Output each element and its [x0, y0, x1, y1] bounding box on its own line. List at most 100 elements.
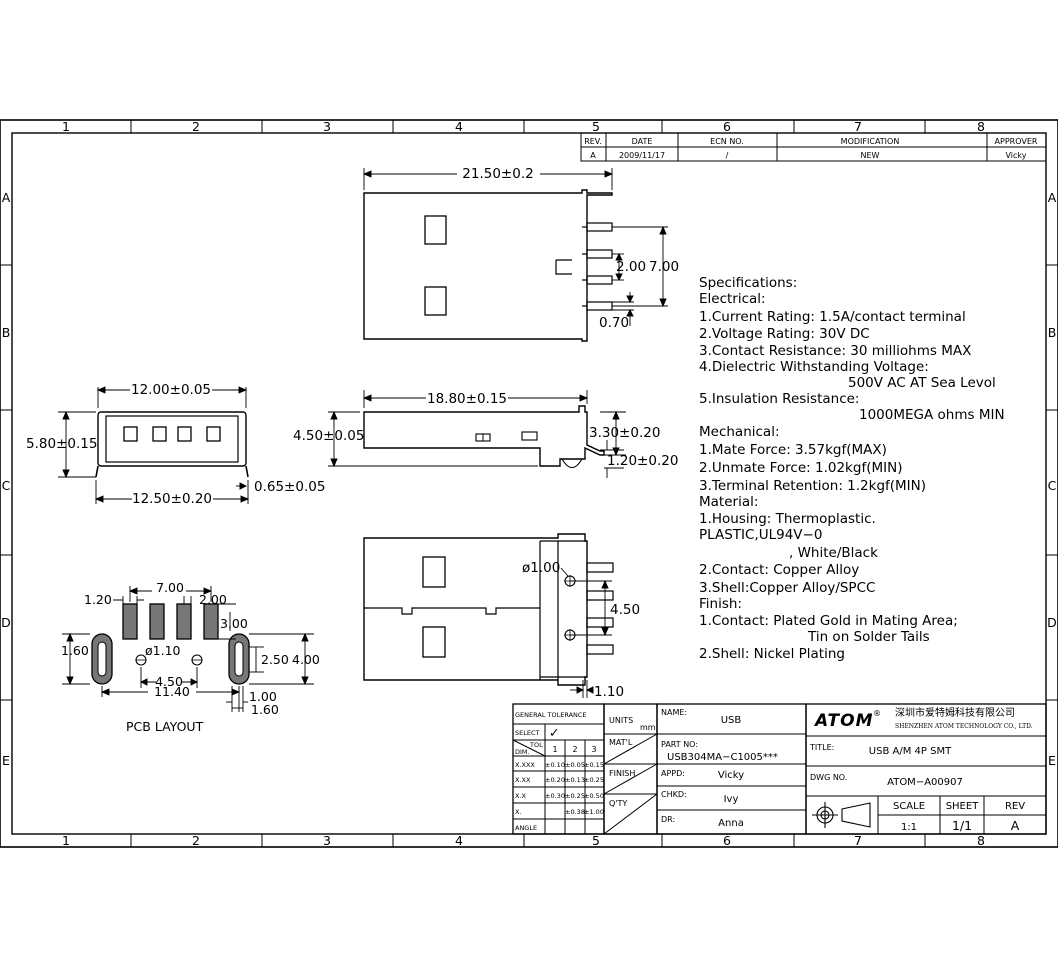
row-label-d-right: D [1047, 615, 1057, 630]
tol-row-label: X.X [515, 792, 527, 800]
dim-post-dia: ø1.00 [522, 560, 560, 576]
ecn-header: ECN NO. [710, 137, 744, 146]
company-name-cn: 深圳市爱特姆科技有限公司 [895, 706, 1015, 719]
units-value: mm [640, 723, 656, 732]
modification-value: NEW [861, 151, 880, 160]
pcb-dim-1-00: 1.00 [249, 689, 277, 704]
col-label-1: 1 [62, 119, 70, 134]
sheet-value: 1/1 [952, 818, 972, 833]
tol-col-2: 2 [572, 745, 577, 754]
pcb-dim-1-60-right: 1.60 [251, 702, 279, 717]
spec-line: 1.Mate Force: 3.57kgf(MAX) [699, 442, 887, 458]
col-label-8: 8 [977, 119, 985, 134]
tol-cell: ±0.13 [565, 776, 585, 784]
logo-registered-mark: ® [873, 709, 881, 718]
dim-front-height: 5.80±0.15 [26, 436, 97, 452]
dim-tab-thickness: 0.65±0.05 [254, 479, 325, 495]
row-label-d: D [1, 615, 11, 630]
spec-line: Finish: [699, 596, 742, 612]
col-label-3-bottom: 3 [323, 833, 331, 848]
spec-line: Mechanical: [699, 424, 780, 440]
dim-front-width: 12.00±0.05 [131, 382, 211, 398]
spec-line: PLASTIC,UL94V−0 [699, 527, 822, 543]
spec-line: 2.Contact: Copper Alloy [699, 562, 859, 578]
spec-line: Electrical: [699, 291, 766, 307]
dwg-value: ATOM−A00907 [887, 777, 963, 788]
row-label-b-right: B [1048, 325, 1057, 340]
spec-line: 1000MEGA ohms MIN [859, 407, 1005, 423]
tol-cell: ±0.25 [565, 792, 585, 800]
tol-cell: ±0.15 [584, 761, 604, 769]
col-label-8-bottom: 8 [977, 833, 985, 848]
dim-post-pitch: 4.50 [610, 602, 640, 618]
col-label-2-bottom: 2 [192, 833, 200, 848]
pcb-dim-2-50: 2.50 [261, 652, 289, 667]
tol-cell: ±0.30 [545, 792, 565, 800]
col-label-2: 2 [192, 119, 200, 134]
dim-side-h2: 1.20±0.20 [607, 453, 678, 469]
pcb-dim-4-50: 4.50 [155, 674, 183, 689]
name-value: USB [721, 715, 742, 726]
spec-line: 2.Shell: Nickel Plating [699, 646, 845, 662]
tol-row-label: ANGLE [515, 824, 537, 832]
dim-pin-span: 7.00 [649, 259, 679, 275]
col-label-4: 4 [455, 119, 463, 134]
dwg-label: DWG NO. [810, 773, 847, 782]
pcb-dim-dia-1-10: ø1.10 [145, 643, 181, 658]
tol-cell: ±0.25 [584, 776, 604, 784]
specifications-block: Specifications: Electrical: 1.Current Ra… [699, 275, 1005, 662]
spec-line: 3.Shell:Copper Alloy/SPCC [699, 580, 875, 596]
title-value: USB A/M 4P SMT [869, 746, 952, 757]
tol-row-label: X. [515, 808, 522, 816]
rev-label: REV [1005, 801, 1025, 812]
name-label: NAME: [661, 708, 687, 717]
spec-line: Tin on Solder Tails [807, 629, 930, 645]
spec-line: 1.Housing: Thermoplastic. [699, 511, 876, 527]
pcb-dim-3-00: 3.00 [220, 616, 248, 631]
title-block-text: GENERAL TOLERANCE SELECT ✓ TOL DIM. 1 2 … [515, 706, 1033, 833]
row-label-c: C [2, 478, 11, 493]
sheet-label: SHEET [946, 801, 980, 812]
tol-cell: ±0.38 [565, 808, 585, 816]
dim-side-h1: 3.30±0.20 [589, 425, 660, 441]
spec-line: 3.Terminal Retention: 1.2kgf(MIN) [699, 478, 926, 494]
dim-label: DIM. [515, 748, 530, 756]
pcb-dim-11-40: 11.40 [154, 684, 190, 699]
matl-label: MAT'L [609, 738, 633, 747]
dim-pin-pitch: 2.00 [616, 259, 646, 275]
spec-line: Material: [699, 494, 758, 510]
dim-front-base: 12.50±0.20 [132, 491, 212, 507]
pcb-dim-1-60-left: 1.60 [61, 643, 89, 658]
spec-line: 3.Contact Resistance: 30 milliohms MAX [699, 343, 971, 359]
units-label: UNITS [609, 716, 633, 725]
tol-cell: ±0.20 [545, 776, 565, 784]
dr-label: DR: [661, 815, 675, 824]
approver-header: APPROVER [995, 137, 1038, 146]
appd-label: APPD: [661, 769, 685, 778]
col-label-4-bottom: 4 [455, 833, 463, 848]
revision-table: REV. DATE ECN NO. MODIFICATION APPROVER … [580, 132, 1047, 162]
approver-value: Vicky [1006, 151, 1027, 160]
spec-line: 2.Voltage Rating: 30V DC [699, 326, 870, 342]
spec-line: 5.Insulation Resistance: [699, 391, 859, 407]
dim-side-length: 18.80±0.15 [427, 391, 507, 407]
rev-value: A [1011, 818, 1020, 833]
col-label-6: 6 [723, 119, 731, 134]
finish-label: FINISH [609, 769, 635, 778]
rev-value: A [590, 151, 596, 160]
row-label-b: B [2, 325, 11, 340]
chkd-value: Ivy [724, 794, 739, 805]
spec-line: 2.Unmate Force: 1.02kgf(MIN) [699, 460, 902, 476]
spec-line: 500V AC AT Sea Levol [848, 375, 996, 391]
dr-value: Anna [718, 818, 744, 829]
col-label-5-bottom: 5 [592, 833, 600, 848]
bottom-pins [586, 562, 614, 655]
part-label: PART NO: [661, 740, 698, 749]
scale-label: SCALE [893, 801, 925, 812]
chkd-label: CHKD: [661, 790, 687, 799]
dim-side-height: 4.50±0.05 [293, 428, 364, 444]
bottom-view: ø1.00 4.50 1.10 [363, 533, 640, 700]
row-label-a-right: A [1048, 190, 1057, 205]
